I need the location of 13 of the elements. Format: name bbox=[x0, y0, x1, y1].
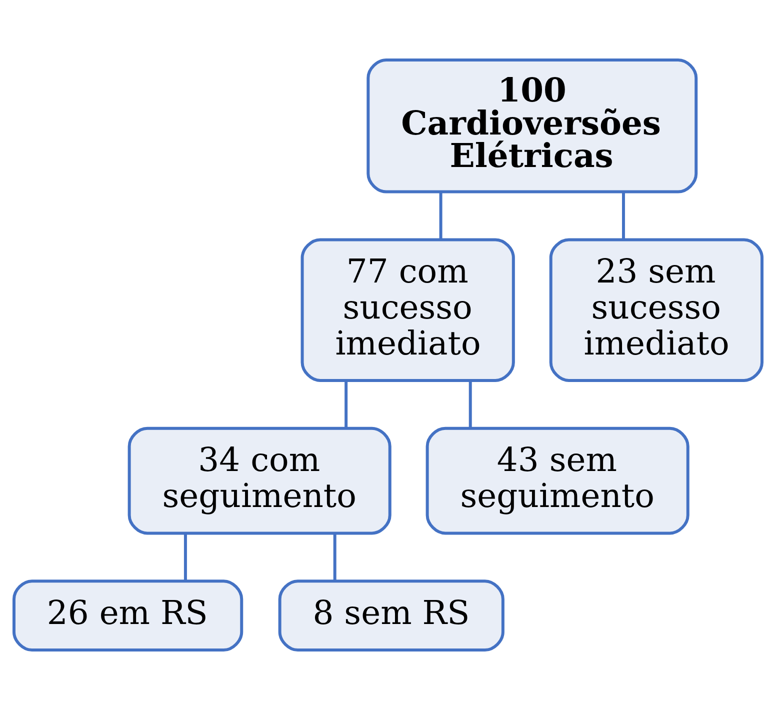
node-box: 100 Cardioversões Elétricas bbox=[366, 58, 698, 193]
node-box: 8 sem RS bbox=[278, 579, 504, 651]
connector bbox=[622, 191, 625, 240]
connector bbox=[184, 532, 187, 580]
node-box: 34 com seguimento bbox=[128, 426, 392, 534]
node-box: 26 em RS bbox=[12, 579, 244, 651]
connector bbox=[468, 380, 472, 428]
node-box: 43 sem seguimento bbox=[426, 426, 690, 534]
node-box: 23 sem sucesso imediato bbox=[549, 238, 764, 382]
connector bbox=[333, 532, 336, 580]
node-box: 77 com sucesso imediato bbox=[300, 238, 515, 382]
connector bbox=[344, 380, 348, 428]
connector bbox=[439, 191, 442, 240]
